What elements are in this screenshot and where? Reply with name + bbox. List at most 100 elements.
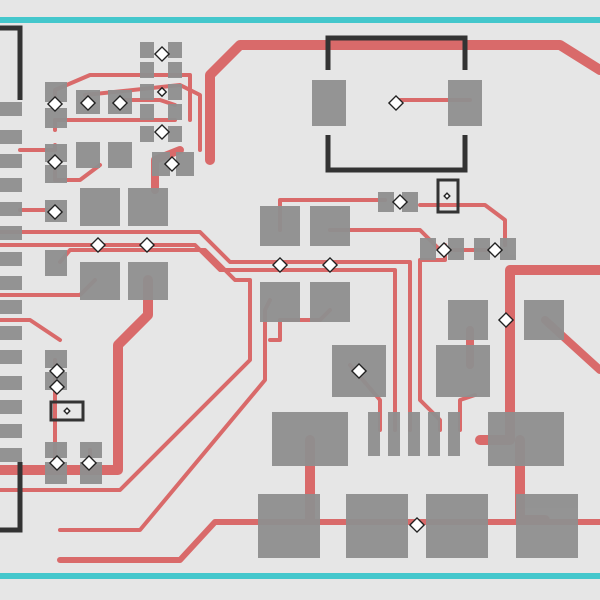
pad-connector-pin — [0, 226, 22, 240]
via — [153, 45, 171, 63]
pad-smd — [474, 238, 490, 260]
pad-large — [312, 80, 346, 126]
via — [321, 256, 339, 274]
pad-large — [448, 80, 482, 126]
via — [156, 86, 168, 98]
component-outline — [49, 400, 85, 422]
via — [271, 256, 289, 274]
trace-top-left-3 — [53, 118, 177, 132]
pad-smd — [76, 142, 100, 168]
via — [46, 153, 64, 171]
trace-power-left-drop — [0, 275, 153, 475]
via — [46, 203, 64, 221]
via — [80, 454, 98, 472]
pad-connector-pin — [0, 326, 22, 340]
pad-large — [260, 206, 300, 246]
pad-ic-pin — [140, 104, 154, 120]
pad-large — [128, 262, 168, 300]
pad-ic-pin — [168, 104, 182, 120]
via — [443, 192, 451, 200]
pad-smd — [378, 192, 394, 212]
trace-signal-12 — [418, 243, 447, 432]
via — [89, 236, 107, 254]
via — [497, 311, 515, 329]
pad-ic-pin — [168, 62, 182, 78]
pad-large — [448, 300, 488, 340]
via — [48, 378, 66, 396]
pad-large — [80, 262, 120, 300]
pad-smd — [45, 250, 67, 276]
via — [435, 241, 453, 259]
via — [138, 236, 156, 254]
pad-connector-pin — [0, 130, 22, 144]
trace-top-left-7 — [118, 98, 177, 107]
pad-ic-pin — [368, 412, 380, 456]
pad-large — [80, 188, 120, 226]
pad-smd — [176, 152, 194, 176]
via — [408, 516, 426, 534]
pad-smd — [45, 108, 67, 128]
pad-large — [260, 282, 300, 322]
pad-smd — [45, 462, 67, 484]
pad-ic-pin — [168, 84, 182, 100]
pad-connector-pin — [0, 300, 22, 314]
silkscreen-layer — [0, 25, 468, 533]
pad-large — [524, 300, 564, 340]
pad-large — [310, 206, 350, 246]
pad-connector-pin — [0, 102, 22, 116]
pad-large — [426, 494, 488, 558]
pad-large — [346, 494, 408, 558]
pad-connector-pin — [0, 276, 22, 290]
pad-connector-pin — [0, 202, 22, 216]
pad-large — [436, 345, 490, 397]
via — [391, 193, 409, 211]
pad-ic-pin — [408, 412, 420, 456]
pad-large — [488, 412, 564, 466]
pad-smd — [402, 192, 418, 212]
pad-connector-pin — [0, 178, 22, 192]
pad-smd — [448, 238, 464, 260]
via — [48, 362, 66, 380]
via — [79, 94, 97, 112]
pad-large — [258, 494, 320, 558]
pad-ic-pin — [140, 84, 154, 100]
pad-smd — [420, 238, 436, 260]
trace-signal-1 — [0, 230, 412, 432]
via — [350, 362, 368, 380]
pad-smd — [45, 144, 67, 162]
pad-ic-pin — [140, 126, 154, 142]
via — [63, 407, 71, 415]
via — [46, 95, 64, 113]
board-edge-layer — [0, 17, 600, 579]
trace-signal-2 — [0, 243, 397, 432]
pad-smd — [45, 350, 67, 368]
pad-smd — [152, 152, 170, 176]
trace-signal-6 — [58, 298, 272, 532]
pad-smd — [45, 165, 67, 183]
pad-large — [272, 412, 348, 466]
trace-power-top — [205, 40, 600, 165]
pad-smd — [45, 82, 67, 102]
trace-signal-4 — [0, 318, 62, 342]
pad-ic-pin — [168, 42, 182, 58]
pad-smd — [500, 238, 516, 260]
via — [48, 454, 66, 472]
pad-large — [310, 282, 350, 322]
pad-connector-pin — [0, 448, 22, 462]
pad-smd — [45, 442, 67, 458]
pad-connector-pin — [0, 154, 22, 168]
led-outline — [436, 178, 460, 214]
pad-smd — [80, 442, 102, 458]
pad-ic-pin — [428, 412, 440, 456]
inductor-outline — [325, 35, 468, 173]
vias-layer — [46, 45, 515, 534]
pad-large — [516, 494, 578, 558]
pad-connector-pin — [0, 350, 22, 364]
pad-ic-pin — [140, 62, 154, 78]
pad-ic-pin — [168, 126, 182, 142]
via — [111, 94, 129, 112]
pad-connector-pin — [0, 400, 22, 414]
trace-signal-3 — [0, 248, 252, 492]
pad-connector-pin — [0, 252, 22, 266]
